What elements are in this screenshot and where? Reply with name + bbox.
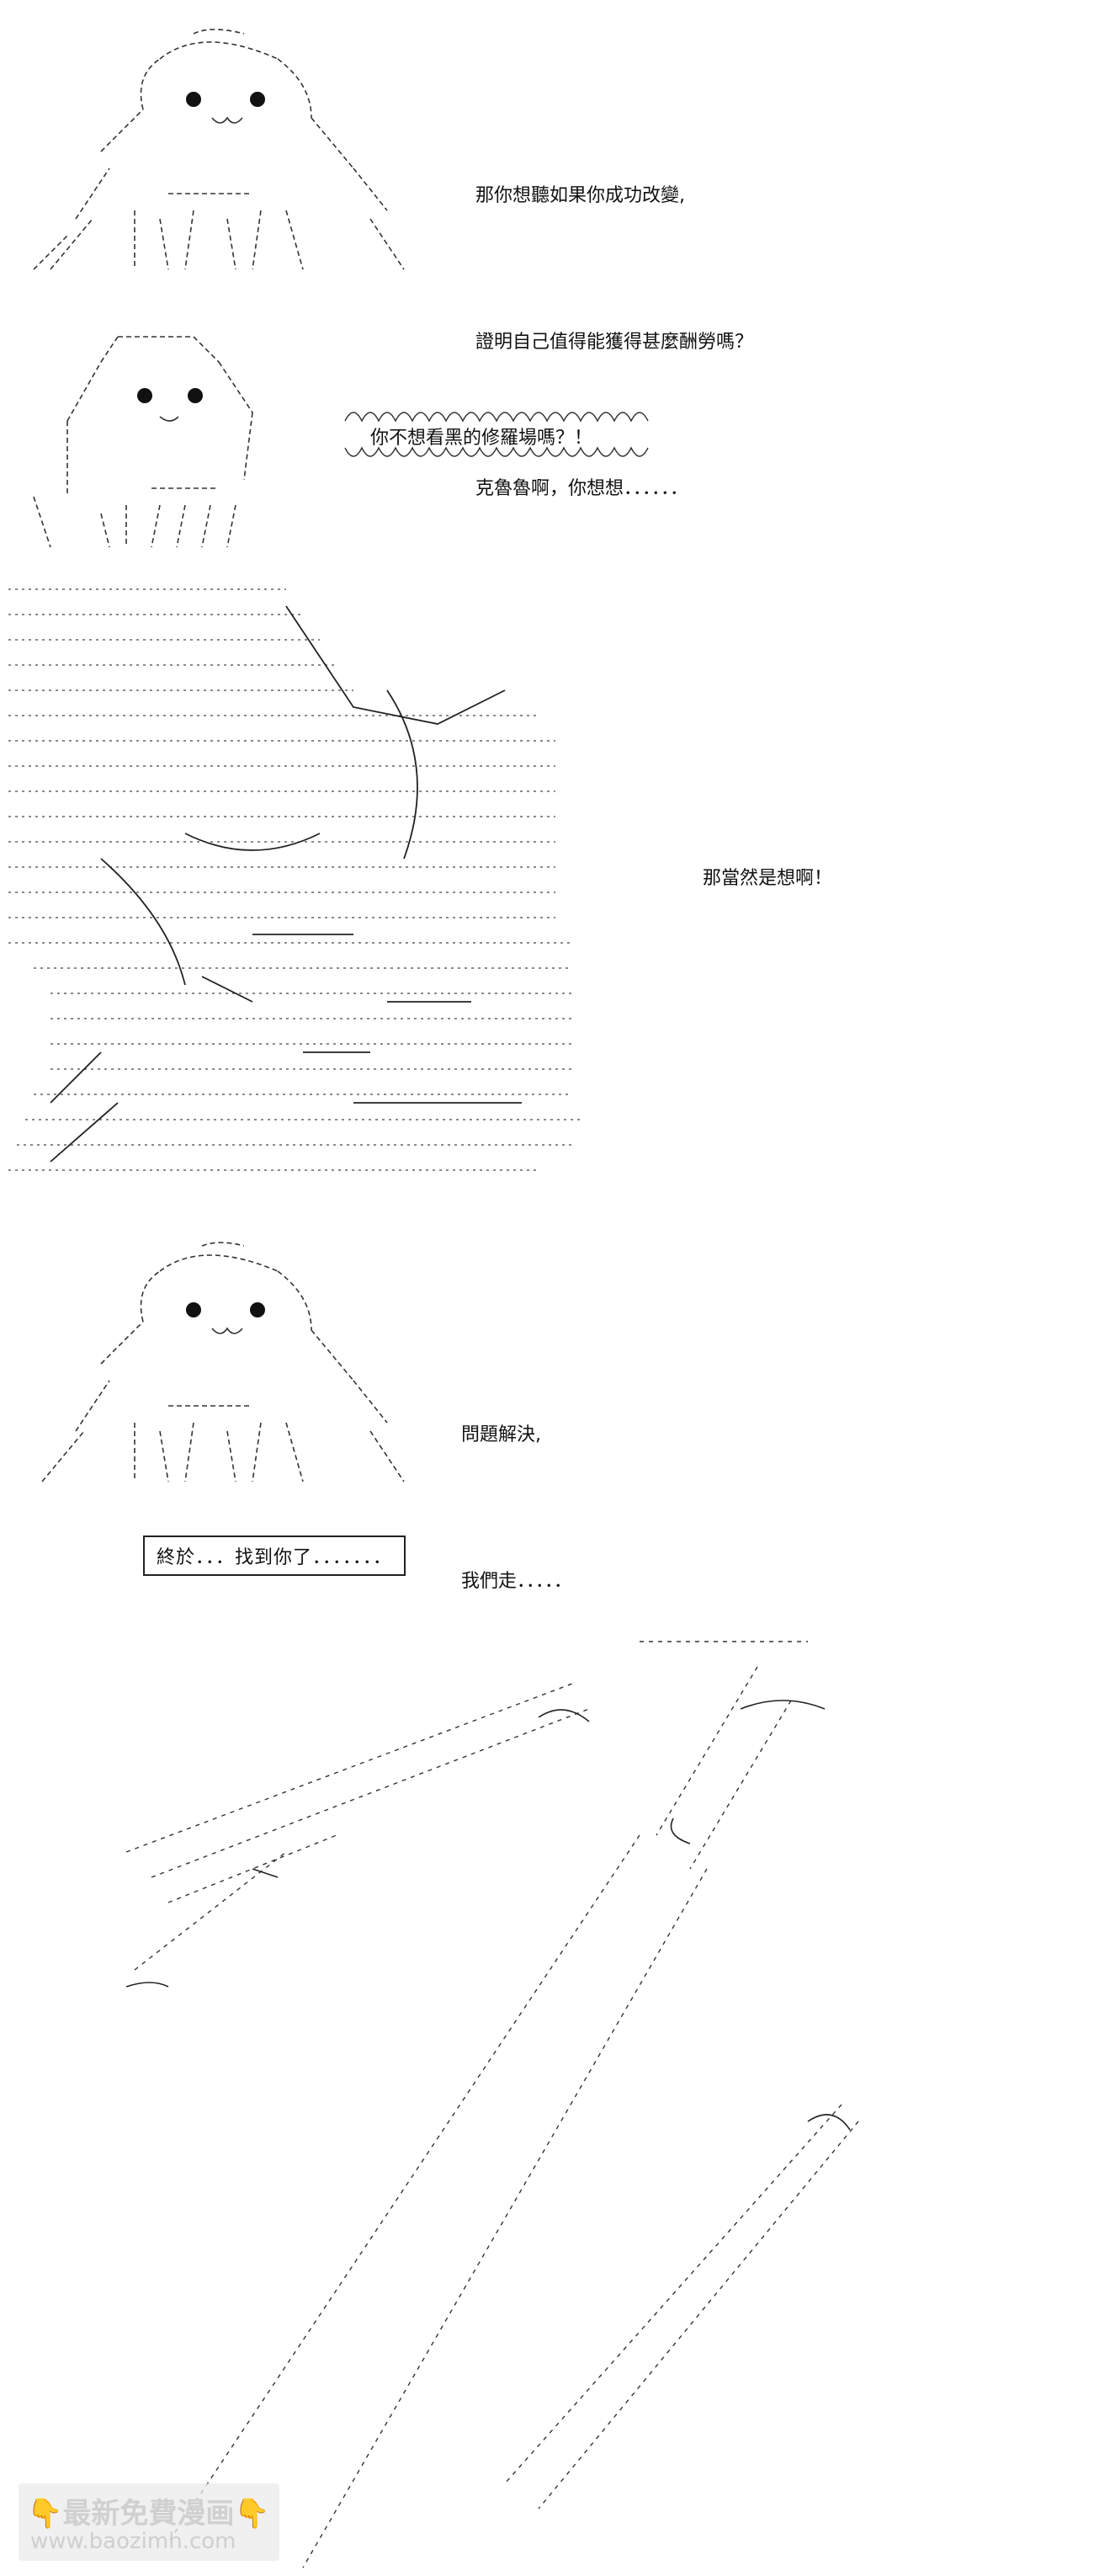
boxed-dialog: 終於．．．找到你了．．．．．．． [143,1535,406,1576]
bear-ascii-art-2 [41,1242,405,1482]
dialog-line: 問題解決, [461,1424,541,1445]
dialog-text-1: 那你想聽如果你成功改變, 證明自己值得能獲得甚麼酬勞嗎？ 克魯魯啊，你想想．．．… [475,74,753,611]
watermark-top: 👇最新免費漫画👇 [27,2490,270,2531]
dialog-text-4: 問題解決, 我們走．．．．． [461,1313,572,1704]
dialog-text-3: 那當然是想啊！ [703,868,833,889]
watermark: 👇最新免費漫画👇 www.baozimh.com [19,2483,279,2561]
dialog-line: 那你想聽如果你成功改變, [475,185,685,206]
bear-ascii-art [33,29,405,270]
shout-bubble [344,412,649,457]
watermark-top-text: 最新免費漫画 [62,2497,235,2531]
dialog-line: 克魯魯啊，你想想．．．．．． [475,478,689,499]
panel-5: 終於．．．找到你了．．．．．．． [0,1515,1094,2576]
shout-text: 你不想看黑的修羅場嗎？！ [370,428,593,449]
bear-fist-ascii-art [33,336,253,548]
panel-1: 那你想聽如果你成功改變, 證明自己值得能獲得甚麼酬勞嗎？ 克魯魯啊，你想想．．．… [0,0,1094,499]
hand-icon: 👇 [27,2497,63,2531]
watermark-url: www.baozimh.com [30,2529,236,2554]
spear-ascii-art [125,1641,859,2568]
panel-2: 你不想看黑的修羅場嗎？！ [0,311,1094,556]
dialog-line: 證明自己值得能獲得甚麼酬勞嗎？ [475,332,754,353]
panel-4: 問題解決, 我們走．．．．． [0,1229,1094,1592]
panel-3: 那當然是想啊！ [0,581,1094,1204]
kneeling-figure-ascii-art [8,588,581,1171]
dialog-line: 我們走．．．．． [461,1571,573,1592]
hand-icon: 👇 [234,2497,270,2531]
